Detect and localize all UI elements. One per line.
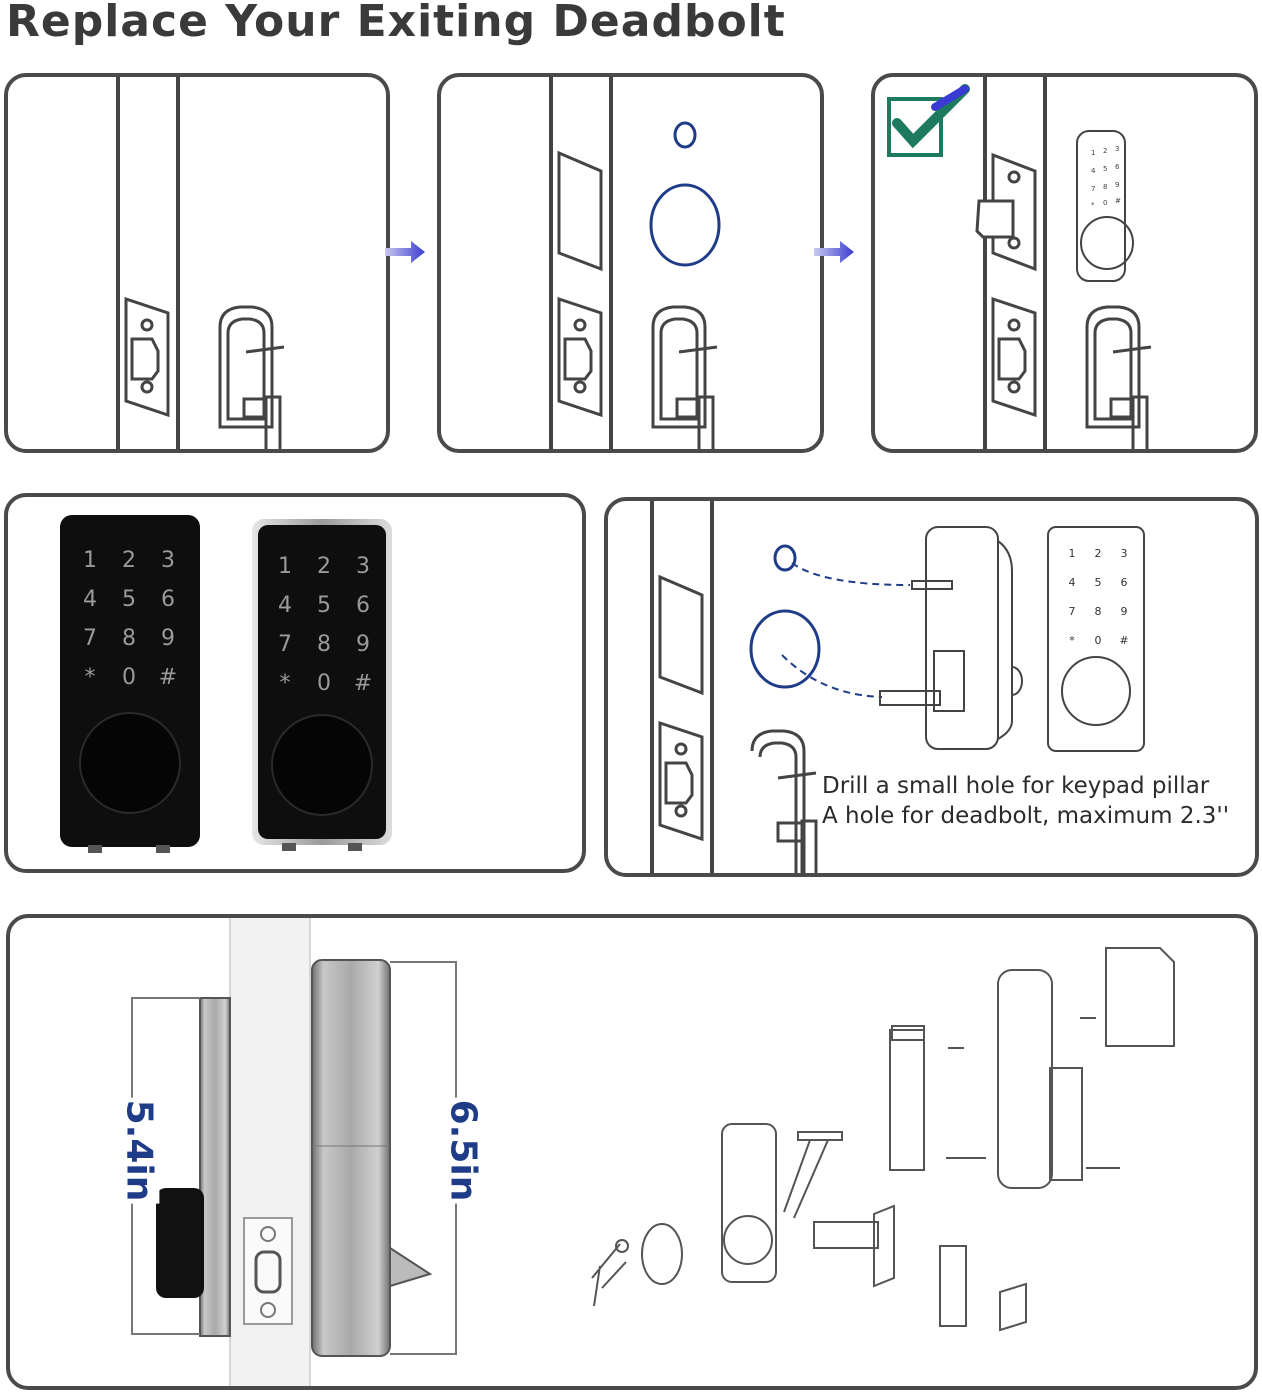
- keypad-digit: #: [1119, 634, 1128, 647]
- new-strike-plate: [975, 152, 1037, 272]
- keypad-digit: 9: [1121, 605, 1128, 618]
- svg-text:8: 8: [1103, 183, 1107, 191]
- note-line-2: A hole for deadbolt, maximum 2.3'': [822, 803, 1230, 829]
- keypad-digit: 9: [161, 626, 175, 651]
- handle-lever: [1085, 305, 1152, 449]
- exterior-unit: [311, 959, 433, 1357]
- note-line-1: Drill a small hole for keypad pillar: [822, 773, 1210, 799]
- svg-text:*: *: [1091, 201, 1095, 209]
- arrow-right-icon: [385, 241, 425, 263]
- keypad-digit: 2: [1095, 547, 1102, 560]
- svg-text:6: 6: [1115, 163, 1120, 171]
- latch-plate: [243, 1217, 293, 1325]
- keypad-digit: 8: [317, 632, 331, 657]
- keypad-digit: 9: [356, 632, 370, 657]
- keypad-digit: 3: [356, 554, 370, 579]
- keypad-digit: 7: [1069, 605, 1076, 618]
- page-title: Replace Your Exiting Deadbolt: [6, 0, 786, 47]
- svg-text:1: 1: [1091, 149, 1095, 157]
- keypad-digit: 2: [122, 548, 136, 573]
- keypad-lock-front: [1076, 130, 1134, 282]
- dimensions-and-parts-panel: 5.4in 6.5in: [6, 914, 1258, 1390]
- keypad-digit: 2: [317, 554, 331, 579]
- strike-plate: [991, 296, 1037, 418]
- keypad-digit: 0: [122, 665, 136, 690]
- svg-text:7: 7: [1091, 185, 1095, 193]
- pillar-hole: [673, 121, 697, 149]
- handle-lever: [218, 305, 285, 449]
- interior-unit: [156, 997, 231, 1337]
- keypad-digit: 4: [1069, 576, 1076, 589]
- step-1-panel: [4, 73, 390, 453]
- keypad-digit: 5: [1095, 576, 1102, 589]
- svg-text:4: 4: [1091, 167, 1096, 175]
- deadbolt-hole: [649, 183, 721, 267]
- keypad-digit: 1: [278, 554, 292, 579]
- keypad-digit: 8: [122, 626, 136, 651]
- black-keypad-lock: [60, 515, 200, 853]
- drilling-illustration: 1 2 3 4 5 6 7 8 9 * 0 #: [650, 501, 1145, 873]
- keypad-digit: 0: [1095, 634, 1102, 647]
- keypad-digit: 3: [161, 548, 175, 573]
- checkmark-icon: [887, 84, 970, 157]
- strike-plate: [557, 296, 603, 418]
- keypad-digit: 7: [83, 626, 97, 651]
- svg-text:0: 0: [1103, 199, 1107, 207]
- keypad-digit: 6: [161, 587, 175, 612]
- keypad-digit: 0: [317, 671, 331, 696]
- keypad-digit: 1: [1069, 547, 1076, 560]
- outside-height-label: 6.5in: [442, 1097, 484, 1204]
- keypad-digit: 5: [317, 593, 331, 618]
- keypad-digit: #: [354, 671, 372, 696]
- door-holes-illustration: [549, 77, 721, 449]
- arrow-right-icon: [814, 241, 854, 263]
- keypad-digit: *: [280, 671, 291, 696]
- keypad-digit: 8: [1095, 605, 1102, 618]
- keypad-digit: *: [85, 665, 96, 690]
- step-2-panel: [437, 73, 824, 453]
- keypad-digit: 6: [356, 593, 370, 618]
- svg-text:#: #: [1115, 197, 1121, 205]
- lock-side-view: [131, 918, 457, 1386]
- handle-lever: [651, 305, 718, 449]
- svg-text:3: 3: [1115, 145, 1119, 153]
- inside-height-label: 5.4in: [118, 1097, 160, 1204]
- drilling-diagram-panel: 1 2 3 4 5 6 7 8 9 * 0 # Drill a small hole for keyp…: [604, 497, 1259, 877]
- handle-lever: [750, 729, 818, 873]
- keypad-digit: 4: [278, 593, 292, 618]
- deadbolt-hole: [749, 609, 821, 689]
- keypad-digit: 5: [122, 587, 136, 612]
- strike-plate: [124, 296, 170, 418]
- svg-text:9: 9: [1115, 181, 1119, 189]
- keypad-digit: 3: [1121, 547, 1128, 560]
- keypad-digit: 4: [83, 587, 97, 612]
- keypad-digit: #: [159, 665, 177, 690]
- keypad-digit: 1: [83, 548, 97, 573]
- satin-nickel-keypad-lock: [252, 519, 392, 851]
- door-edge-illustration: [116, 77, 285, 449]
- keypad-digit: 6: [1121, 576, 1128, 589]
- svg-text:2: 2: [1103, 147, 1107, 155]
- interior-assembly: [879, 526, 1023, 750]
- pillar-hole: [773, 544, 797, 572]
- keypad-digit: *: [1069, 634, 1075, 647]
- keypad-front-outline: [1047, 526, 1145, 752]
- svg-text:5: 5: [1103, 165, 1107, 173]
- keypad-digit: 7: [278, 632, 292, 657]
